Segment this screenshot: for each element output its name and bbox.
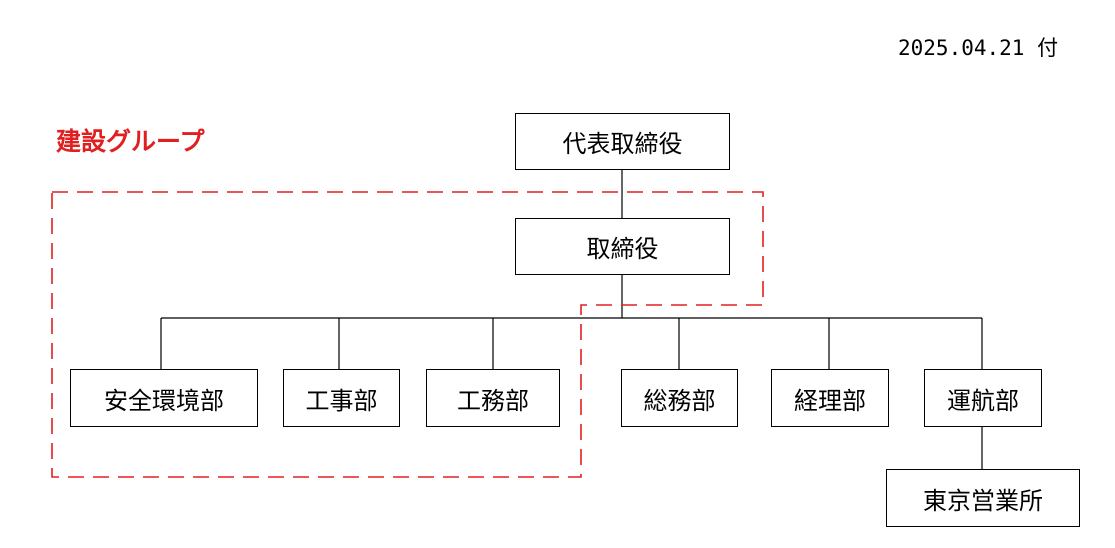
works-dept-box: 工務部 — [426, 369, 560, 427]
tokyo-office-label: 東京営業所 — [923, 486, 1043, 515]
accounting-dept-box: 経理部 — [771, 369, 889, 427]
construction-group-boundary — [51, 191, 764, 478]
issue-date: 2025.04.21 付 — [898, 36, 1059, 60]
shipping-dept-box: 運航部 — [924, 369, 1042, 427]
construction-dept-box: 工事部 — [283, 369, 400, 427]
general-affairs-dept-label: 総務部 — [643, 386, 716, 415]
ceo-label: 代表取締役 — [562, 130, 683, 158]
general-affairs-dept-box: 総務部 — [621, 369, 738, 427]
works-dept-label: 工務部 — [457, 386, 529, 415]
safety-env-dept-box: 安全環境部 — [70, 369, 258, 427]
director-box: 取締役 — [515, 218, 730, 275]
safety-env-dept-label: 安全環境部 — [104, 386, 224, 415]
construction-dept-label: 工事部 — [305, 386, 378, 415]
ceo-box: 代表取締役 — [515, 113, 730, 170]
accounting-dept-label: 経理部 — [794, 386, 866, 415]
tokyo-office-box: 東京営業所 — [886, 469, 1080, 527]
construction-group-label: 建設グループ — [56, 127, 205, 156]
shipping-dept-label: 運航部 — [947, 386, 1019, 415]
director-label: 取締役 — [586, 235, 659, 263]
